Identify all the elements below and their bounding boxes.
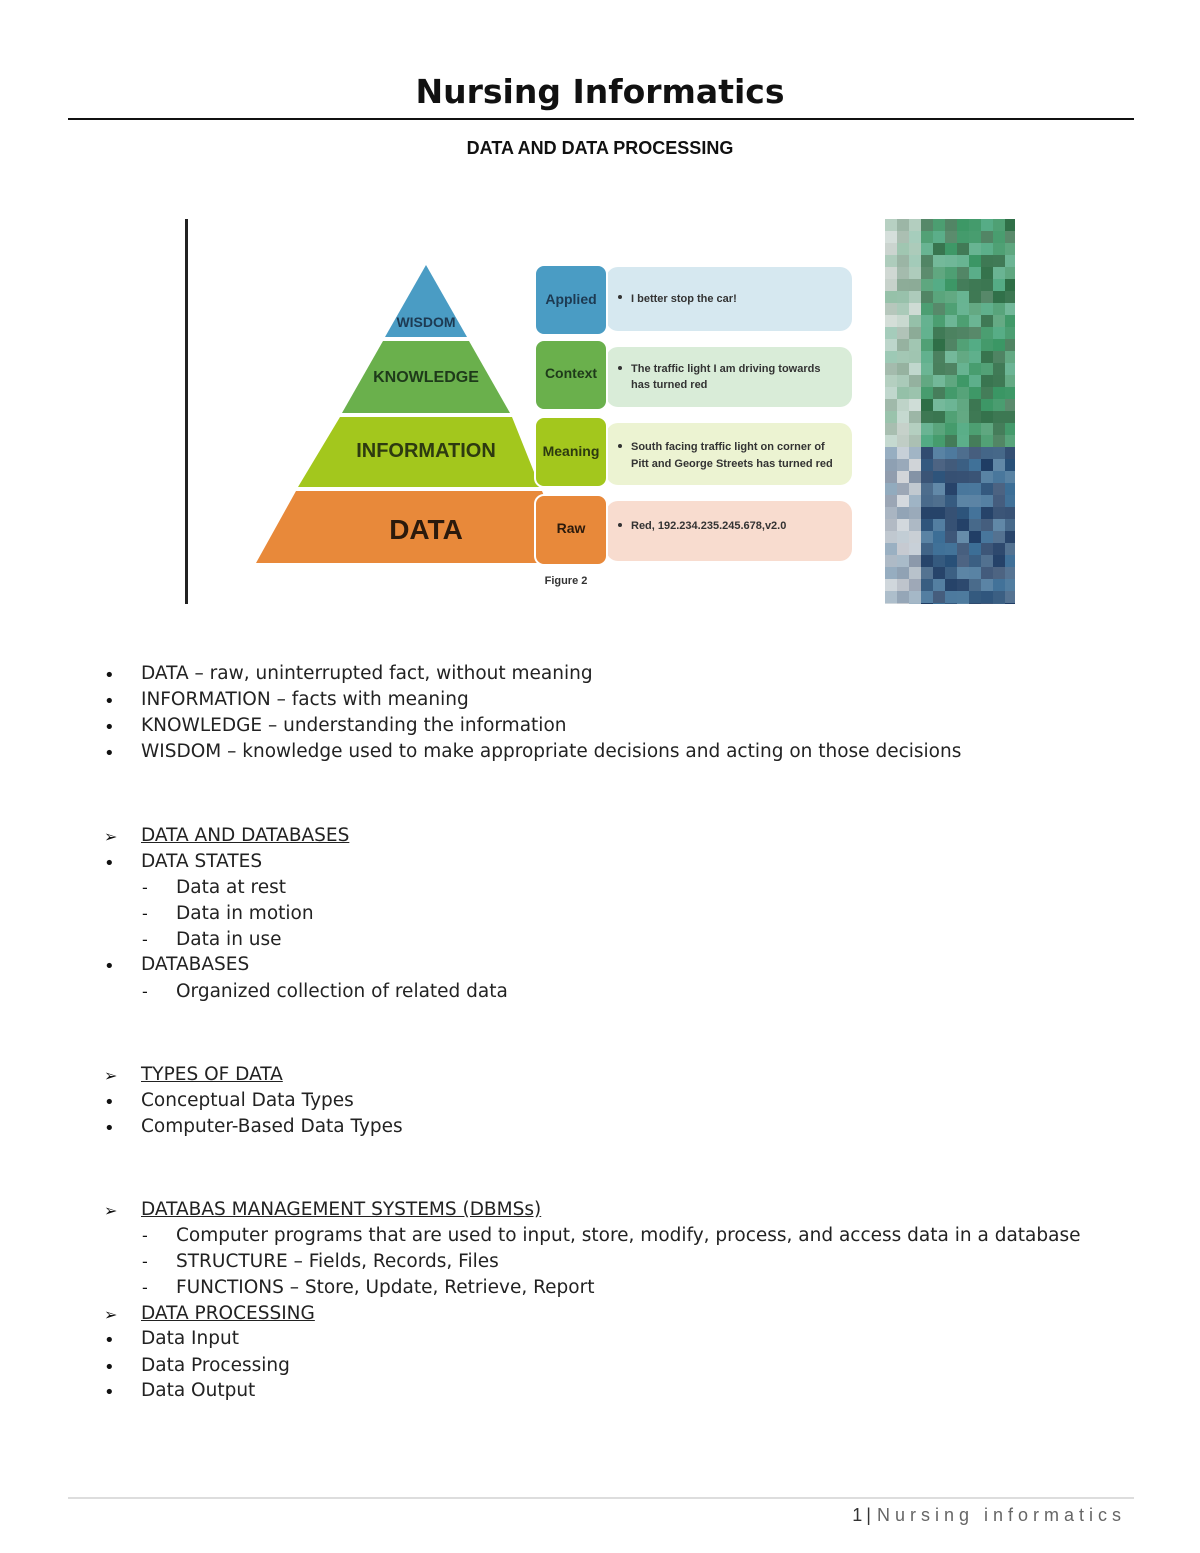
bullet-icon: • [104, 665, 115, 686]
definition-item-wisdom: WISDOM – knowledge used to make appropri… [141, 741, 962, 762]
pyramid-data [256, 491, 572, 563]
sub-item-data-in-use: Data in use [176, 929, 282, 950]
figure-caption: Figure 2 [545, 575, 588, 587]
bullet-icon: • [104, 743, 115, 764]
list-item-conceptual: Conceptual Data Types [141, 1090, 354, 1111]
page-subtitle: DATA AND DATA PROCESSING [466, 138, 734, 158]
row-text-context-2: has turned red [631, 379, 707, 391]
row-text-meaning-2: Pitt and George Streets has turned red [631, 458, 833, 470]
arrow-bullet-icon: ➢ [104, 827, 118, 846]
bullet-icon: • [104, 1330, 115, 1351]
figure-left-rule [185, 219, 188, 604]
sub-item-dbms-functions: FUNCTIONS – Store, Update, Retrieve, Rep… [176, 1277, 595, 1298]
page-number: 1 [852, 1505, 863, 1525]
row-tag-applied: Applied [545, 291, 596, 307]
footer-divider [68, 1497, 1134, 1499]
arrow-bullet-icon: ➢ [104, 1305, 118, 1324]
definition-item-data: DATA – raw, uninterrupted fact, without … [141, 663, 593, 684]
pyramid-label-data: DATA [389, 514, 463, 545]
sub-item-data-in-motion: Data in motion [176, 903, 314, 924]
bullet-icon: • [104, 717, 115, 738]
row-tag-context: Context [545, 365, 597, 381]
footer-separator: | [866, 1505, 871, 1525]
bullet-icon: • [104, 956, 115, 977]
row-text-context-1: The traffic light I am driving towards [631, 363, 820, 375]
dikw-figure: WISDOM KNOWLEDGE INFORMATION DATA Applie… [180, 215, 1020, 607]
bullet-icon: • [104, 853, 115, 874]
bullet-icon: • [104, 1092, 115, 1113]
list-item-databases: DATABASES [141, 954, 250, 975]
title-divider [68, 118, 1134, 120]
page-title: Nursing Informatics [415, 72, 785, 111]
dash-marker: - [142, 1252, 148, 1271]
row-text-applied-1: I better stop the car! [631, 293, 737, 305]
bullet-icon: • [104, 691, 115, 712]
row-text-meaning-1: South facing traffic light on corner of [631, 441, 825, 453]
sub-item-databases-desc: Organized collection of related data [176, 981, 508, 1002]
arrow-bullet-icon: ➢ [104, 1066, 118, 1085]
dash-marker: - [142, 1278, 148, 1297]
pyramid-label-information: INFORMATION [356, 440, 496, 462]
definition-item-knowledge: KNOWLEDGE – understanding the informatio… [141, 715, 567, 736]
bullet-icon: • [104, 1357, 115, 1378]
bullet-icon: • [104, 1382, 115, 1403]
section-heading-data-and-databases: DATA AND DATABASES [141, 825, 350, 846]
row-tag-meaning: Meaning [543, 443, 600, 459]
list-item-computer-based: Computer-Based Data Types [141, 1116, 403, 1137]
row-text-raw-1: Red, 192.234.235.245.678,v2.0 [631, 520, 786, 532]
list-item-data-states: DATA STATES [141, 851, 263, 872]
footer-text: Nursing informatics [876, 1505, 1126, 1525]
section-heading-types-of-data: TYPES OF DATA [141, 1064, 283, 1085]
list-item-data-processing: Data Processing [141, 1355, 290, 1376]
list-item-data-input: Data Input [141, 1328, 239, 1349]
dash-marker: - [142, 1226, 148, 1245]
sub-item-dbms-structure: STRUCTURE – Fields, Records, Files [176, 1251, 499, 1272]
row-applied: Applied I better stop the car! [534, 264, 852, 336]
dash-marker: - [142, 930, 148, 949]
bullet-icon: • [104, 1118, 115, 1139]
dash-marker: - [142, 904, 148, 923]
sub-item-data-at-rest: Data at rest [176, 877, 286, 898]
section-heading-dbms: DATABAS MANAGEMENT SYSTEMS (DBMSs) [141, 1199, 542, 1220]
list-item-data-output: Data Output [141, 1380, 256, 1401]
row-meaning: Meaning South facing traffic light on co… [534, 416, 852, 488]
row-tag-raw: Raw [557, 520, 586, 536]
pyramid-label-knowledge: KNOWLEDGE [373, 369, 479, 386]
dash-marker: - [142, 982, 148, 1001]
pyramid-wisdom [385, 265, 467, 337]
sub-item-dbms-desc: Computer programs that are used to input… [176, 1225, 1081, 1246]
section-heading-data-processing: DATA PROCESSING [141, 1303, 315, 1324]
row-raw: Raw Red, 192.234.235.245.678,v2.0 [534, 494, 852, 566]
row-context: Context The traffic light I am driving t… [534, 339, 852, 411]
pyramid-label-wisdom: WISDOM [396, 314, 455, 330]
dikw-diagram: WISDOM KNOWLEDGE INFORMATION DATA Applie… [256, 219, 1015, 604]
pixel-mosaic-image [885, 219, 1015, 604]
arrow-bullet-icon: ➢ [104, 1201, 118, 1220]
dash-marker: - [142, 878, 148, 897]
pyramid-information [298, 417, 540, 487]
definition-item-information: INFORMATION – facts with meaning [141, 689, 469, 710]
page-footer: 1|Nursing informatics [852, 1505, 1126, 1526]
pyramid-knowledge [342, 341, 510, 413]
